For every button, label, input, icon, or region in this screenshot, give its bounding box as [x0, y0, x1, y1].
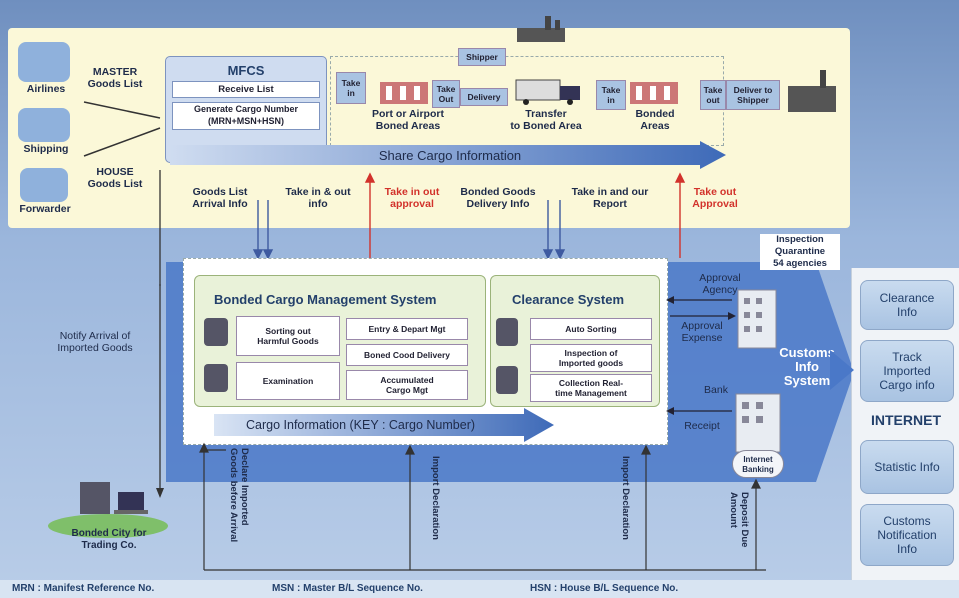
shipping-label: Shipping — [23, 143, 69, 155]
shipper-tag: Shipper — [458, 48, 506, 66]
declare-before-arrival: Declare Imported Goods before Arrival — [228, 448, 250, 543]
share-cargo-label: Share Cargo Information — [378, 148, 522, 163]
top-band — [8, 28, 850, 228]
worker-icon — [204, 318, 228, 346]
entry-depart: Entry & Depart Mgt — [346, 318, 468, 340]
bonded-city-label: Bonded City for Trading Co. — [71, 528, 147, 551]
building-icon — [380, 82, 428, 104]
shipping-icon — [18, 108, 70, 142]
airlines-label: Airlines — [26, 83, 66, 95]
building-icon — [630, 82, 678, 104]
receive-list: Receive List — [172, 81, 320, 98]
clearance-info-button[interactable]: Clearance Info — [860, 280, 954, 330]
sorting-harmful: Sorting out Harmful Goods — [236, 316, 340, 356]
customs-to-internet-arrow — [830, 350, 854, 390]
approval-arrows — [666, 296, 736, 320]
boned-delivery: Boned Cood Delivery — [346, 344, 468, 366]
port-airport-label: Port or Airport Boned Areas — [372, 108, 444, 132]
statistic-info-button[interactable]: Statistic Info — [860, 440, 954, 494]
master-goods-label: MASTER Goods List — [87, 66, 143, 90]
notify-label: Notify Arrival of Imported Goods — [57, 330, 133, 354]
deliver-shipper: Deliver to Shipper — [726, 80, 780, 110]
take-in-out-approval: Take in out approval — [384, 186, 440, 210]
factory-icon — [515, 14, 567, 44]
transfer-label: Transfer to Boned Area — [510, 108, 582, 132]
goods-list-info: Goods List Arrival Info — [192, 186, 248, 210]
bank-label: Bank — [704, 384, 728, 396]
declaration-lines — [199, 442, 766, 571]
factory-icon — [786, 66, 838, 114]
approval-agency: Approval Agency — [699, 272, 741, 296]
receipt-arrow — [666, 407, 732, 415]
legend-footer: MRN : Manifest Reference No. MSN : Maste… — [0, 580, 959, 598]
receipt-label: Receipt — [684, 420, 720, 432]
internet-banking: Internet Banking — [732, 450, 784, 478]
msn-legend: MSN : Master B/L Sequence No. — [272, 583, 423, 594]
accumulated-cargo: Accumulated Cargo Mgt — [346, 370, 468, 400]
share-cargo-arrow — [170, 141, 726, 169]
import-declaration-1: Import Declaration — [430, 456, 441, 540]
take-in-2: Take in — [596, 80, 626, 110]
bonded-areas-label: Bonded Areas — [635, 108, 675, 132]
examination: Examination — [236, 362, 340, 400]
inspection-imported: Inspection of Imported goods — [530, 344, 652, 372]
scale-icon — [496, 366, 518, 394]
deposit-due: Deposit Due Amount — [728, 492, 750, 548]
auto-sorting: Auto Sorting — [530, 318, 652, 340]
mfcs-title: MFCS — [227, 63, 265, 78]
forwarder-icon — [20, 168, 68, 202]
worker-icon — [496, 318, 518, 346]
connector-arrows — [159, 170, 686, 286]
bank-building-icon — [735, 393, 781, 453]
generate-cargo-number: Generate Cargo Number (MRN+MSN+HSN) — [172, 102, 320, 130]
mfcs-box: MFCS Receive List Generate Cargo Number … — [165, 56, 327, 163]
import-declaration-2: Import Declaration — [620, 456, 631, 540]
forwarder-label: Forwarder — [19, 203, 71, 215]
customs-info-system: Customs Info System — [779, 345, 835, 388]
airlines-icon — [18, 42, 70, 82]
track-cargo-button[interactable]: Track Imported Cargo info — [860, 340, 954, 402]
take-out-1: Take Out — [432, 80, 460, 108]
scale-icon — [204, 364, 228, 392]
take-in-report: Take in and our Report — [571, 186, 649, 210]
delivery-tag: Delivery — [460, 88, 508, 106]
clearance-system-title: Clearance System — [512, 292, 625, 307]
bonded-system-title: Bonded Cargo Management System — [214, 292, 437, 307]
approval-expense: Approval Expense — [681, 320, 723, 344]
take-in-1: Take in — [336, 72, 366, 104]
agency-building-icon — [737, 289, 777, 349]
house-goods-label: HOUSE Goods List — [87, 166, 143, 190]
cargo-info-arrow — [214, 408, 554, 442]
truck-icon — [515, 79, 580, 105]
take-out-approval: Take out Approval — [692, 186, 738, 210]
collection-realtime: Collection Real- time Management — [530, 374, 652, 402]
trading-company-icon — [48, 482, 168, 538]
notify-arrow — [156, 284, 164, 498]
internet-label: INTERNET — [871, 412, 941, 428]
inspection-agencies: Inspection Quarantine 54 agencies — [760, 234, 840, 270]
cargo-info-label: Cargo Information (KEY : Cargo Number) — [246, 418, 476, 432]
customs-notification-button[interactable]: Customs Notification Info — [860, 504, 954, 566]
take-out-2: Take out — [700, 80, 726, 110]
take-in-out-info: Take in & out info — [285, 186, 351, 210]
source-arrows — [83, 101, 161, 157]
hsn-legend: HSN : House B/L Sequence No. — [530, 583, 679, 594]
bonded-goods-info: Bonded Goods Delivery Info — [460, 186, 536, 210]
mrn-legend: MRN : Manifest Reference No. — [12, 583, 155, 594]
